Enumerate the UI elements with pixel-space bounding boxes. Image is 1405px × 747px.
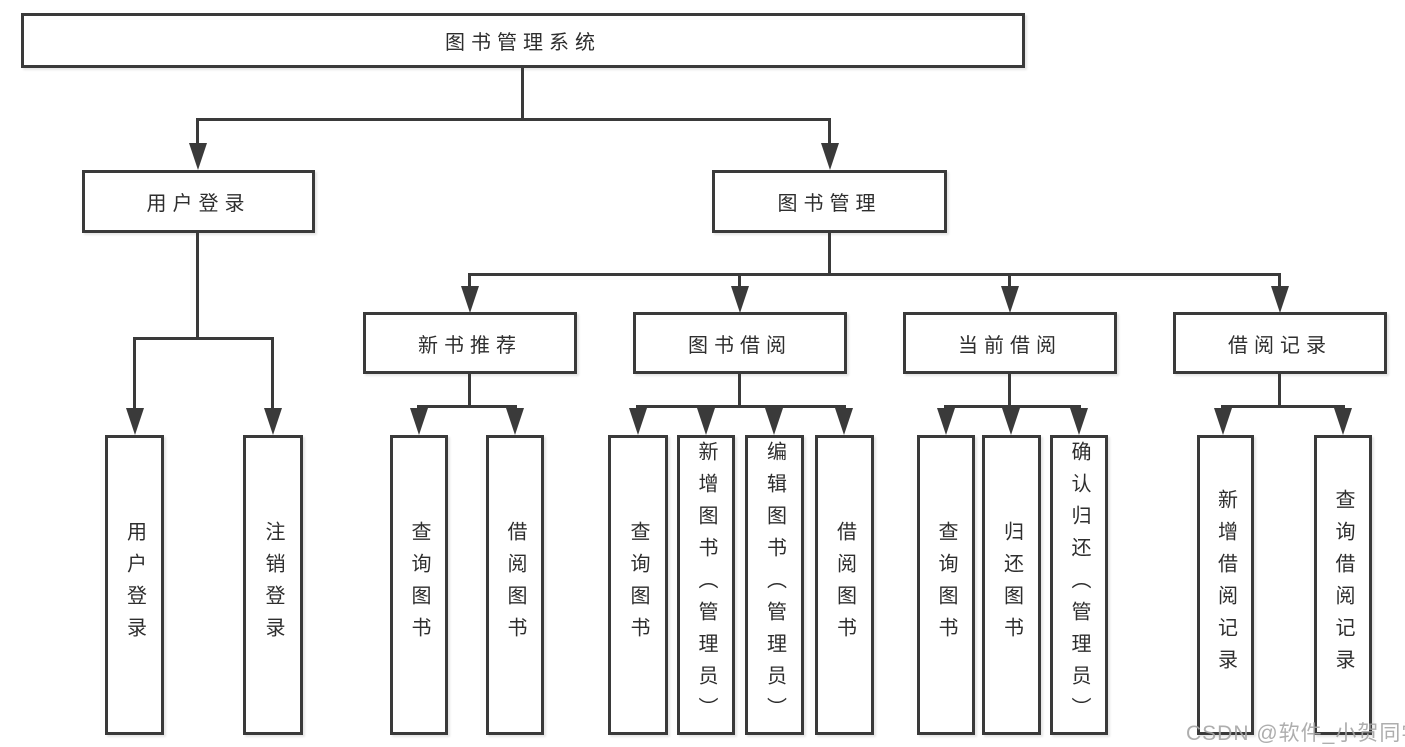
connector-records-stem (1278, 374, 1281, 408)
connector-current-stem (1008, 374, 1011, 408)
leaf-recommend-query-books-label: 查询图书 (408, 521, 430, 649)
arrowhead-to-records-add (1214, 408, 1232, 435)
arrowhead-to-recommend-query (410, 408, 428, 435)
leaf-borrow-borrow-books-label: 借阅图书 (833, 521, 856, 649)
connector-root-stem (521, 68, 524, 118)
connector-mgmt-c2-stem (738, 273, 741, 288)
node-borrow-records-label: 借阅记录 (1228, 334, 1332, 357)
arrowhead-to-leaf-logout (264, 408, 282, 435)
connector-recommend-hbar (417, 405, 517, 408)
node-book-borrow: 图书借阅 (633, 312, 847, 374)
leaf-records-add-record-label: 新增借阅记录 (1214, 489, 1237, 681)
node-book-management-label: 图书管理 (777, 193, 882, 215)
node-current-borrow: 当前借阅 (903, 312, 1117, 374)
leaf-user-login-label: 用户登录 (123, 521, 146, 649)
arrowhead-to-book-management (821, 143, 839, 170)
connector-borrow-stem (738, 374, 741, 408)
leaf-records-add-record: 新增借阅记录 (1197, 435, 1254, 735)
leaf-current-confirm-return-admin-label: 确认归还（管理员） (1068, 441, 1090, 729)
arrowhead-to-borrow-records (1271, 286, 1289, 313)
connector-mgmt-stem (828, 233, 831, 276)
leaf-borrow-borrow-books: 借阅图书 (815, 435, 874, 735)
connector-records-hbar (1221, 405, 1345, 408)
arrowhead-to-borrow-add (697, 408, 715, 435)
connector-login-leaf1-stem (133, 337, 136, 410)
node-book-management: 图书管理 (712, 170, 947, 233)
node-borrow-records: 借阅记录 (1173, 312, 1387, 374)
connector-root-to-mgmt-stem (828, 118, 831, 145)
connector-mgmt-c1-stem (468, 273, 471, 288)
leaf-borrow-edit-books-admin: 编辑图书（管理员） (745, 435, 804, 735)
leaf-current-query-books: 查询图书 (917, 435, 975, 735)
leaf-logout-label: 注销登录 (262, 521, 284, 649)
node-root-system: 图书管理系统 (21, 13, 1025, 68)
leaf-user-login: 用户登录 (105, 435, 164, 735)
arrowhead-to-borrow-query (629, 408, 647, 435)
leaf-recommend-borrow-books-label: 借阅图书 (504, 521, 526, 649)
leaf-current-query-books-label: 查询图书 (935, 521, 957, 649)
leaf-borrow-edit-books-admin-label: 编辑图书（管理员） (763, 441, 786, 729)
arrowhead-to-user-login (189, 143, 207, 170)
arrowhead-to-current-query (937, 408, 955, 435)
leaf-logout: 注销登录 (243, 435, 303, 735)
connector-mgmt-c3-stem (1008, 273, 1011, 288)
arrowhead-to-borrow-borrow (835, 408, 853, 435)
arrowhead-to-records-query (1334, 408, 1352, 435)
node-user-login-label: 用户登录 (146, 193, 251, 215)
connector-login-stem (196, 233, 199, 340)
arrowhead-to-current-confirm (1070, 408, 1088, 435)
leaf-borrow-query-books: 查询图书 (608, 435, 668, 735)
leaf-recommend-borrow-books: 借阅图书 (486, 435, 544, 735)
csdn-watermark: CSDN @软件_小贺同学 (1186, 722, 1405, 745)
node-root-label: 图书管理系统 (445, 32, 601, 54)
connector-mgmt-c4-stem (1278, 273, 1281, 288)
arrowhead-to-new-book-recommend (461, 286, 479, 313)
connector-root-hbar (196, 118, 831, 121)
connector-root-to-login-stem (196, 118, 199, 145)
arrowhead-to-book-borrow (731, 286, 749, 313)
arrowhead-to-leaf-user-login (126, 408, 144, 435)
connector-recommend-stem (468, 374, 471, 408)
connector-current-hbar (944, 405, 1081, 408)
node-user-login: 用户登录 (82, 170, 315, 233)
leaf-current-return-books: 归还图书 (982, 435, 1041, 735)
leaf-borrow-query-books-label: 查询图书 (627, 521, 649, 649)
connector-login-hbar (133, 337, 274, 340)
leaf-records-query-record-label: 查询借阅记录 (1332, 489, 1354, 681)
node-new-book-recommend-label: 新书推荐 (418, 334, 522, 357)
leaf-recommend-query-books: 查询图书 (390, 435, 448, 735)
node-book-borrow-label: 图书借阅 (688, 334, 792, 357)
connector-borrow-hbar (636, 405, 846, 408)
leaf-current-confirm-return-admin: 确认归还（管理员） (1050, 435, 1108, 735)
leaf-borrow-add-books-admin: 新增图书（管理员） (677, 435, 735, 735)
leaf-records-query-record: 查询借阅记录 (1314, 435, 1372, 735)
connector-mgmt-hbar (468, 273, 1281, 276)
node-current-borrow-label: 当前借阅 (958, 334, 1062, 357)
connector-login-leaf2-stem (271, 337, 274, 410)
leaf-borrow-add-books-admin-label: 新增图书（管理员） (695, 441, 717, 729)
node-new-book-recommend: 新书推荐 (363, 312, 577, 374)
arrowhead-to-borrow-edit (765, 408, 783, 435)
arrowhead-to-current-return (1002, 408, 1020, 435)
arrowhead-to-current-borrow (1001, 286, 1019, 313)
leaf-current-return-books-label: 归还图书 (1000, 521, 1023, 649)
arrowhead-to-recommend-borrow (506, 408, 524, 435)
